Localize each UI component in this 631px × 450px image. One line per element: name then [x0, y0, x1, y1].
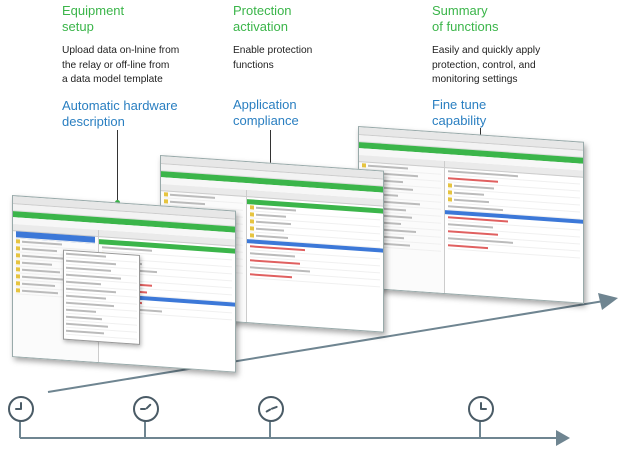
- connector-line: [117, 130, 118, 202]
- connector-line: [270, 130, 271, 170]
- step1-description: Upload data on-lnine from the relay or o…: [62, 45, 180, 85]
- step3-description: Easily and quickly apply protection, con…: [432, 45, 541, 85]
- clock-icon: [258, 396, 284, 422]
- arrow-right-icon: [598, 293, 618, 310]
- step3-title: Summary of functions: [432, 3, 499, 34]
- clock-icon: [8, 396, 34, 422]
- step1-subtitle: Automatic hardware description: [62, 98, 178, 129]
- step3-subtitle: Fine tune capability: [432, 97, 487, 128]
- step2-description: Enable protection functions: [233, 45, 313, 71]
- arrow-right-icon: [556, 430, 570, 446]
- clock-icon: [133, 396, 159, 422]
- step2-subtitle: Application compliance: [233, 97, 299, 128]
- step1-title: Equipment setup: [62, 3, 125, 34]
- step2-title: Protection activation: [233, 3, 292, 34]
- clock-icon: [468, 396, 494, 422]
